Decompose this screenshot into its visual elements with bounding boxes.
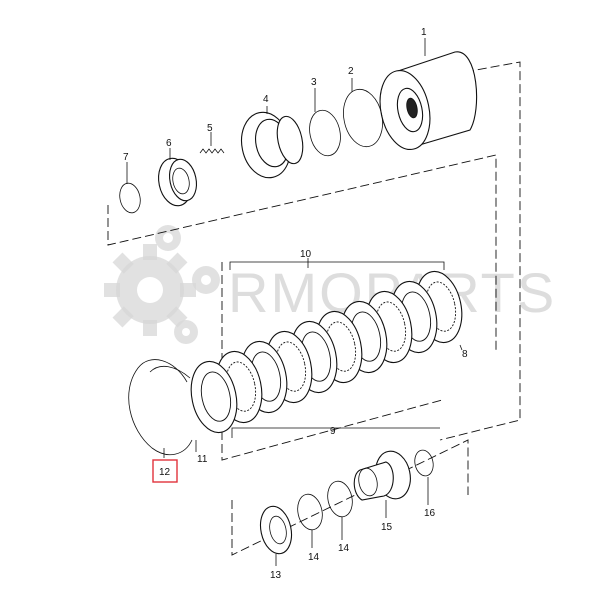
part-13-thrust-washer: [259, 505, 293, 555]
callout-4: 4: [263, 94, 269, 105]
bracket-right-long: [439, 61, 521, 441]
bracket-lower: [231, 439, 469, 556]
callout-1: 1: [421, 27, 427, 38]
callout-14-left: 14: [308, 552, 320, 563]
callout-labels: 1 2 3 4 5 6 7 8 9 10 11 12 13 14 14 15 1…: [123, 27, 468, 581]
leader-10-bracket: [229, 261, 445, 270]
clutch-plate-stack: [190, 270, 463, 434]
callout-9: 9: [330, 426, 336, 437]
part-14-ring-left: [297, 493, 323, 531]
leader-8: [459, 344, 463, 351]
callout-5: 5: [207, 123, 213, 134]
part-6-gear-hub: [158, 157, 197, 207]
callout-8: 8: [462, 349, 468, 360]
callout-11: 11: [197, 454, 208, 465]
watermark-gear-icon-small-right: [192, 266, 220, 294]
callout-12-highlight-box: [152, 459, 178, 483]
leader-lines: [126, 38, 463, 566]
steel-plate: [190, 360, 238, 434]
watermark: RMOPARTS: [104, 225, 554, 344]
callout-6: 6: [166, 138, 172, 149]
part-14-ring-right: [327, 480, 353, 518]
part-7-snap-ring: [119, 182, 141, 214]
leader-9-bracket: [231, 427, 440, 438]
part-2-snap-ring: [343, 88, 383, 148]
part-4-sprag-assembly: [240, 111, 304, 179]
callout-3: 3: [311, 77, 317, 88]
part-1-clutch-drum: [379, 51, 478, 150]
watermark-gear-icon-small-bottom: [174, 320, 198, 344]
callout-14-right: 14: [338, 543, 350, 554]
callout-13: 13: [270, 570, 282, 581]
group-brackets: [107, 61, 521, 556]
callout-15: 15: [381, 522, 393, 533]
callout-7: 7: [123, 152, 129, 163]
part-15-hub: [353, 450, 411, 501]
callout-12: 12: [159, 467, 171, 478]
bracket-plates: [221, 262, 443, 461]
part-3-ring: [309, 109, 341, 157]
part-12-snap-ring: [128, 359, 193, 456]
part-16-ring: [414, 449, 434, 477]
callout-10: 10: [300, 249, 312, 260]
callout-16: 16: [424, 508, 436, 519]
bracket-upper: [107, 154, 497, 350]
watermark-gear-icon-small-top: [155, 225, 181, 251]
part-5-spring: [199, 148, 225, 154]
callout-2: 2: [348, 66, 354, 77]
